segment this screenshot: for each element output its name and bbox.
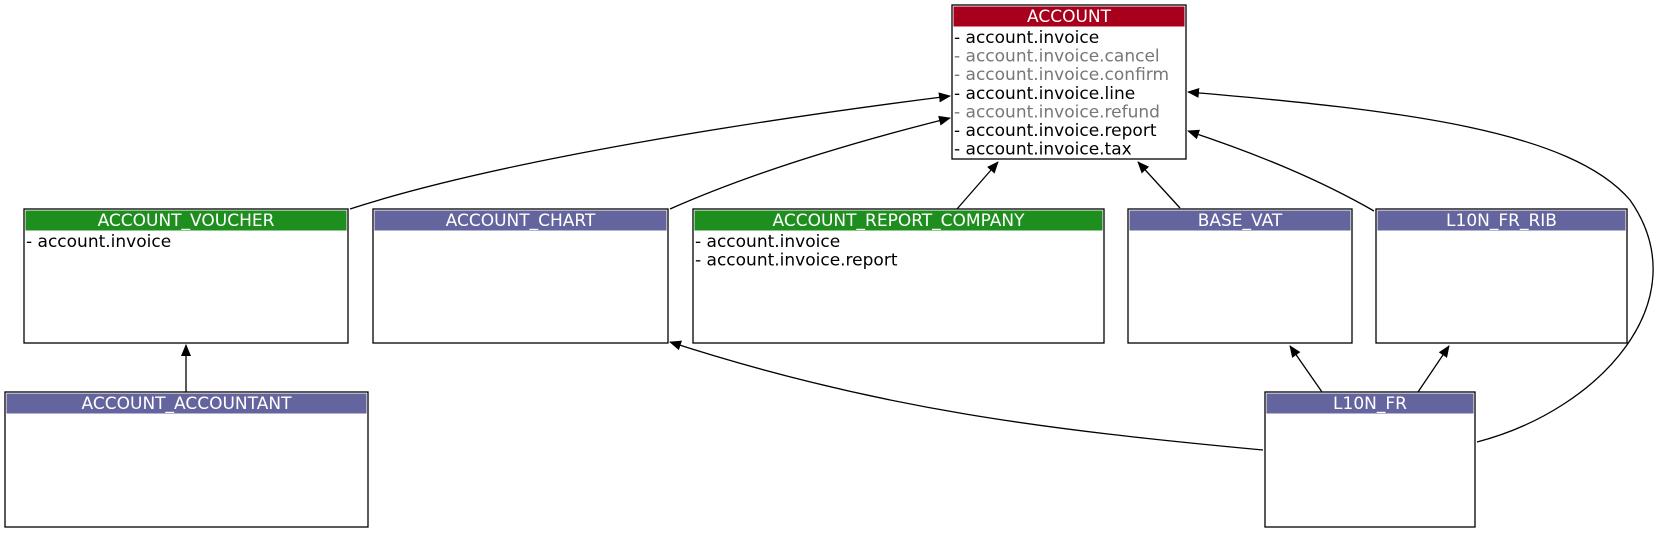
edge-l10n_fr_rib-to-account <box>1187 129 1375 212</box>
node-header <box>953 6 1185 27</box>
node-item: - account.invoice.cancel <box>954 47 1160 67</box>
node-item: - account.invoice.report <box>954 121 1157 141</box>
node-box <box>951 4 1187 160</box>
node-title: ACCOUNT_REPORT_COMPANY <box>773 211 1026 231</box>
node-header <box>694 210 1103 231</box>
node-item: - account.invoice.refund <box>954 102 1160 122</box>
edge-l10n_fr-to-base_vat <box>1289 345 1323 393</box>
node-title: ACCOUNT_ACCOUNTANT <box>82 394 293 414</box>
node-title: L10N_FR_RIB <box>1446 211 1557 231</box>
node-l10n_fr_rib[interactable]: L10N_FR_RIB <box>1375 208 1628 344</box>
node-title: BASE_VAT <box>1198 211 1283 231</box>
node-title: ACCOUNT <box>1027 7 1112 27</box>
node-box <box>23 208 349 344</box>
nodes-layer: ACCOUNT- account.invoice- account.invoic… <box>4 4 1628 528</box>
edge-l10n_fr-to-l10n_fr_rib <box>1417 345 1450 393</box>
node-box <box>1264 391 1476 528</box>
node-title: L10N_FR <box>1333 394 1407 414</box>
node-header <box>25 210 347 231</box>
edge-l10n_fr-to-account_chart <box>669 340 1264 451</box>
node-item: - account.invoice <box>954 28 1099 48</box>
node-header <box>1266 393 1474 414</box>
node-box <box>1375 208 1628 344</box>
node-item: - account.invoice.tax <box>954 140 1132 160</box>
node-box <box>1127 208 1353 344</box>
node-account[interactable]: ACCOUNT- account.invoice- account.invoic… <box>951 4 1187 160</box>
node-item: - account.invoice.report <box>695 251 898 271</box>
node-header <box>374 210 667 231</box>
node-account_chart[interactable]: ACCOUNT_CHART <box>372 208 669 344</box>
node-base_vat[interactable]: BASE_VAT <box>1127 208 1353 344</box>
edge-account_report_company-to-account <box>956 161 999 210</box>
node-item: - account.invoice <box>695 232 840 252</box>
edge-base_vat-to-account <box>1137 161 1181 209</box>
node-title: ACCOUNT_VOUCHER <box>98 211 275 231</box>
node-item: - account.invoice.line <box>954 84 1135 104</box>
edge-l10n_fr-to-account <box>1187 87 1654 443</box>
node-account_voucher[interactable]: ACCOUNT_VOUCHER- account.invoice <box>23 208 349 344</box>
node-item: - account.invoice <box>26 232 171 252</box>
node-header <box>6 393 367 414</box>
node-box <box>4 391 369 528</box>
node-box <box>692 208 1105 344</box>
node-account_accountant[interactable]: ACCOUNT_ACCOUNTANT <box>4 391 369 528</box>
node-l10n_fr[interactable]: L10N_FR <box>1264 391 1476 528</box>
node-header <box>1129 210 1351 231</box>
edge-account_voucher-to-account <box>349 92 951 210</box>
node-title: ACCOUNT_CHART <box>446 211 596 231</box>
edges-layer <box>181 87 1654 451</box>
node-header <box>1377 210 1626 231</box>
node-account_report_company[interactable]: ACCOUNT_REPORT_COMPANY- account.invoice-… <box>692 208 1105 344</box>
node-box <box>372 208 669 344</box>
edge-account_chart-to-account <box>669 115 951 210</box>
node-item: - account.invoice.confirm <box>954 65 1169 85</box>
